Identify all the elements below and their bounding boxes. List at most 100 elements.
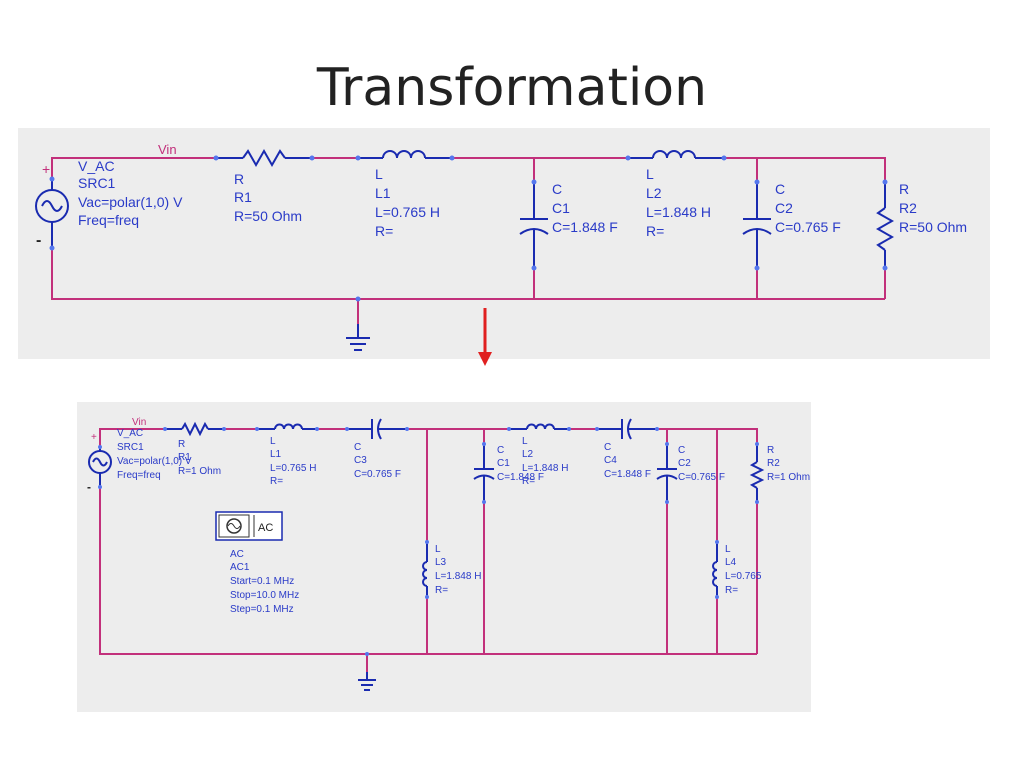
c2-type: C <box>775 181 785 197</box>
node-label-vin: Vin <box>158 142 177 157</box>
capacitor-c4-icon[interactable] <box>595 418 659 440</box>
ground-icon <box>358 652 376 691</box>
r2-value: R=1 Ohm <box>767 472 810 483</box>
bottom-schematic: + - Vin V_AC SRC1 Vac=polar(1,0) V Freq=… <box>87 417 810 691</box>
c1-type: C <box>497 445 504 456</box>
source-plus: + <box>42 161 50 177</box>
r1-name: R1 <box>234 189 252 205</box>
c4-name: C4 <box>604 455 617 466</box>
c2-name: C2 <box>775 200 793 216</box>
l4-value: L=0.765 <box>725 571 762 582</box>
inductor-l4-icon[interactable] <box>712 540 719 599</box>
c2-type: C <box>678 445 685 456</box>
r2-name: R2 <box>899 200 917 216</box>
c2-name: C2 <box>678 458 691 469</box>
c4-value: C=1.848 F <box>604 469 651 480</box>
resistor-r1-icon[interactable] <box>213 148 315 168</box>
top-wires <box>51 157 886 324</box>
ac-icon-label: AC <box>258 522 273 534</box>
l3-r: R= <box>435 585 448 596</box>
capacitor-c3-icon[interactable] <box>345 418 409 440</box>
inductor-l1-icon[interactable] <box>355 150 455 161</box>
inductor-l1-icon[interactable] <box>255 423 319 432</box>
r2-name: R2 <box>767 458 780 469</box>
resistor-r2-icon[interactable] <box>749 442 765 504</box>
ac-voltage-source-icon[interactable] <box>88 445 112 489</box>
inductor-l2-icon[interactable] <box>625 150 727 161</box>
c3-name: C3 <box>354 455 367 466</box>
r1-name: R1 <box>178 452 191 463</box>
ac-step: Step=0.1 MHz <box>230 604 294 615</box>
r1-type: R <box>234 171 244 187</box>
source-type: V_AC <box>117 428 143 439</box>
l2-name: L2 <box>522 449 534 460</box>
top-schematic: + - Vin V_AC SRC1 Vac=polar(1,0) V Freq=… <box>35 142 967 351</box>
l2-r: R= <box>522 476 535 487</box>
source-type: V_AC <box>78 158 115 174</box>
l2-value: L=1.848 H <box>522 463 568 474</box>
l3-type: L <box>435 544 441 555</box>
r1-type: R <box>178 439 185 450</box>
source-plus: + <box>91 432 97 443</box>
l2-value: L=1.848 H <box>646 204 711 220</box>
r1-value: R=1 Ohm <box>178 466 221 477</box>
c4-type: C <box>604 442 611 453</box>
source-vac: Vac=polar(1,0) V <box>78 194 183 210</box>
l4-r: R= <box>725 585 738 596</box>
capacitor-c2-icon[interactable] <box>742 179 772 271</box>
slide-title: Transformation <box>316 58 708 118</box>
l1-r: R= <box>270 476 283 487</box>
l1-r: R= <box>375 223 393 239</box>
capacitor-c1-icon[interactable] <box>519 179 549 271</box>
source-minus: - <box>36 232 41 249</box>
inductor-l3-icon[interactable] <box>422 540 429 599</box>
l2-type: L <box>646 166 654 182</box>
ac-name: AC1 <box>230 562 250 573</box>
bottom-schematic-panel: + - Vin V_AC SRC1 Vac=polar(1,0) V Freq=… <box>77 402 811 712</box>
source-freq: Freq=freq <box>78 212 139 228</box>
c1-name: C1 <box>497 458 510 469</box>
source-minus: - <box>87 480 91 494</box>
c1-value: C=1.848 F <box>497 472 544 483</box>
l2-type: L <box>522 436 528 447</box>
c3-value: C=0.765 F <box>354 469 401 480</box>
capacitor-c1-icon[interactable] <box>473 442 495 504</box>
l3-name: L3 <box>435 557 447 568</box>
r1-value: R=50 Ohm <box>234 208 302 224</box>
ac-simulation-icon[interactable]: AC <box>215 511 283 541</box>
l1-name: L1 <box>375 185 391 201</box>
l1-name: L1 <box>270 449 282 460</box>
bottom-wires <box>99 428 758 672</box>
l1-type: L <box>270 436 276 447</box>
source-freq: Freq=freq <box>117 470 161 481</box>
ac-type: AC <box>230 549 244 560</box>
source-vac: Vac=polar(1,0) V <box>117 456 192 467</box>
c1-type: C <box>552 181 562 197</box>
ac-voltage-source-icon[interactable] <box>35 176 69 251</box>
l2-name: L2 <box>646 185 662 201</box>
top-schematic-panel: + - Vin V_AC SRC1 Vac=polar(1,0) V Freq=… <box>18 128 990 359</box>
ground-icon <box>346 296 370 351</box>
source-name: SRC1 <box>78 175 116 191</box>
c1-name: C1 <box>552 200 570 216</box>
l4-type: L <box>725 544 731 555</box>
transformation-arrow-icon <box>478 308 492 366</box>
l1-value: L=0.765 H <box>375 204 440 220</box>
l4-name: L4 <box>725 557 737 568</box>
ac-stop: Stop=10.0 MHz <box>230 590 299 601</box>
resistor-r2-icon[interactable] <box>875 179 895 271</box>
r2-type: R <box>767 445 774 456</box>
inductor-l2-icon[interactable] <box>507 423 571 432</box>
node-label-vin: Vin <box>132 417 146 428</box>
l1-value: L=0.765 H <box>270 463 316 474</box>
r2-type: R <box>899 181 909 197</box>
resistor-r1-icon[interactable] <box>163 421 226 437</box>
c2-value: C=0.765 F <box>775 219 841 235</box>
c3-type: C <box>354 442 361 453</box>
c1-value: C=1.848 F <box>552 219 618 235</box>
ac-start: Start=0.1 MHz <box>230 576 294 587</box>
l1-type: L <box>375 166 383 182</box>
source-name: SRC1 <box>117 442 144 453</box>
capacitor-c2-icon[interactable] <box>656 442 678 504</box>
c2-value: C=0.765 F <box>678 472 725 483</box>
